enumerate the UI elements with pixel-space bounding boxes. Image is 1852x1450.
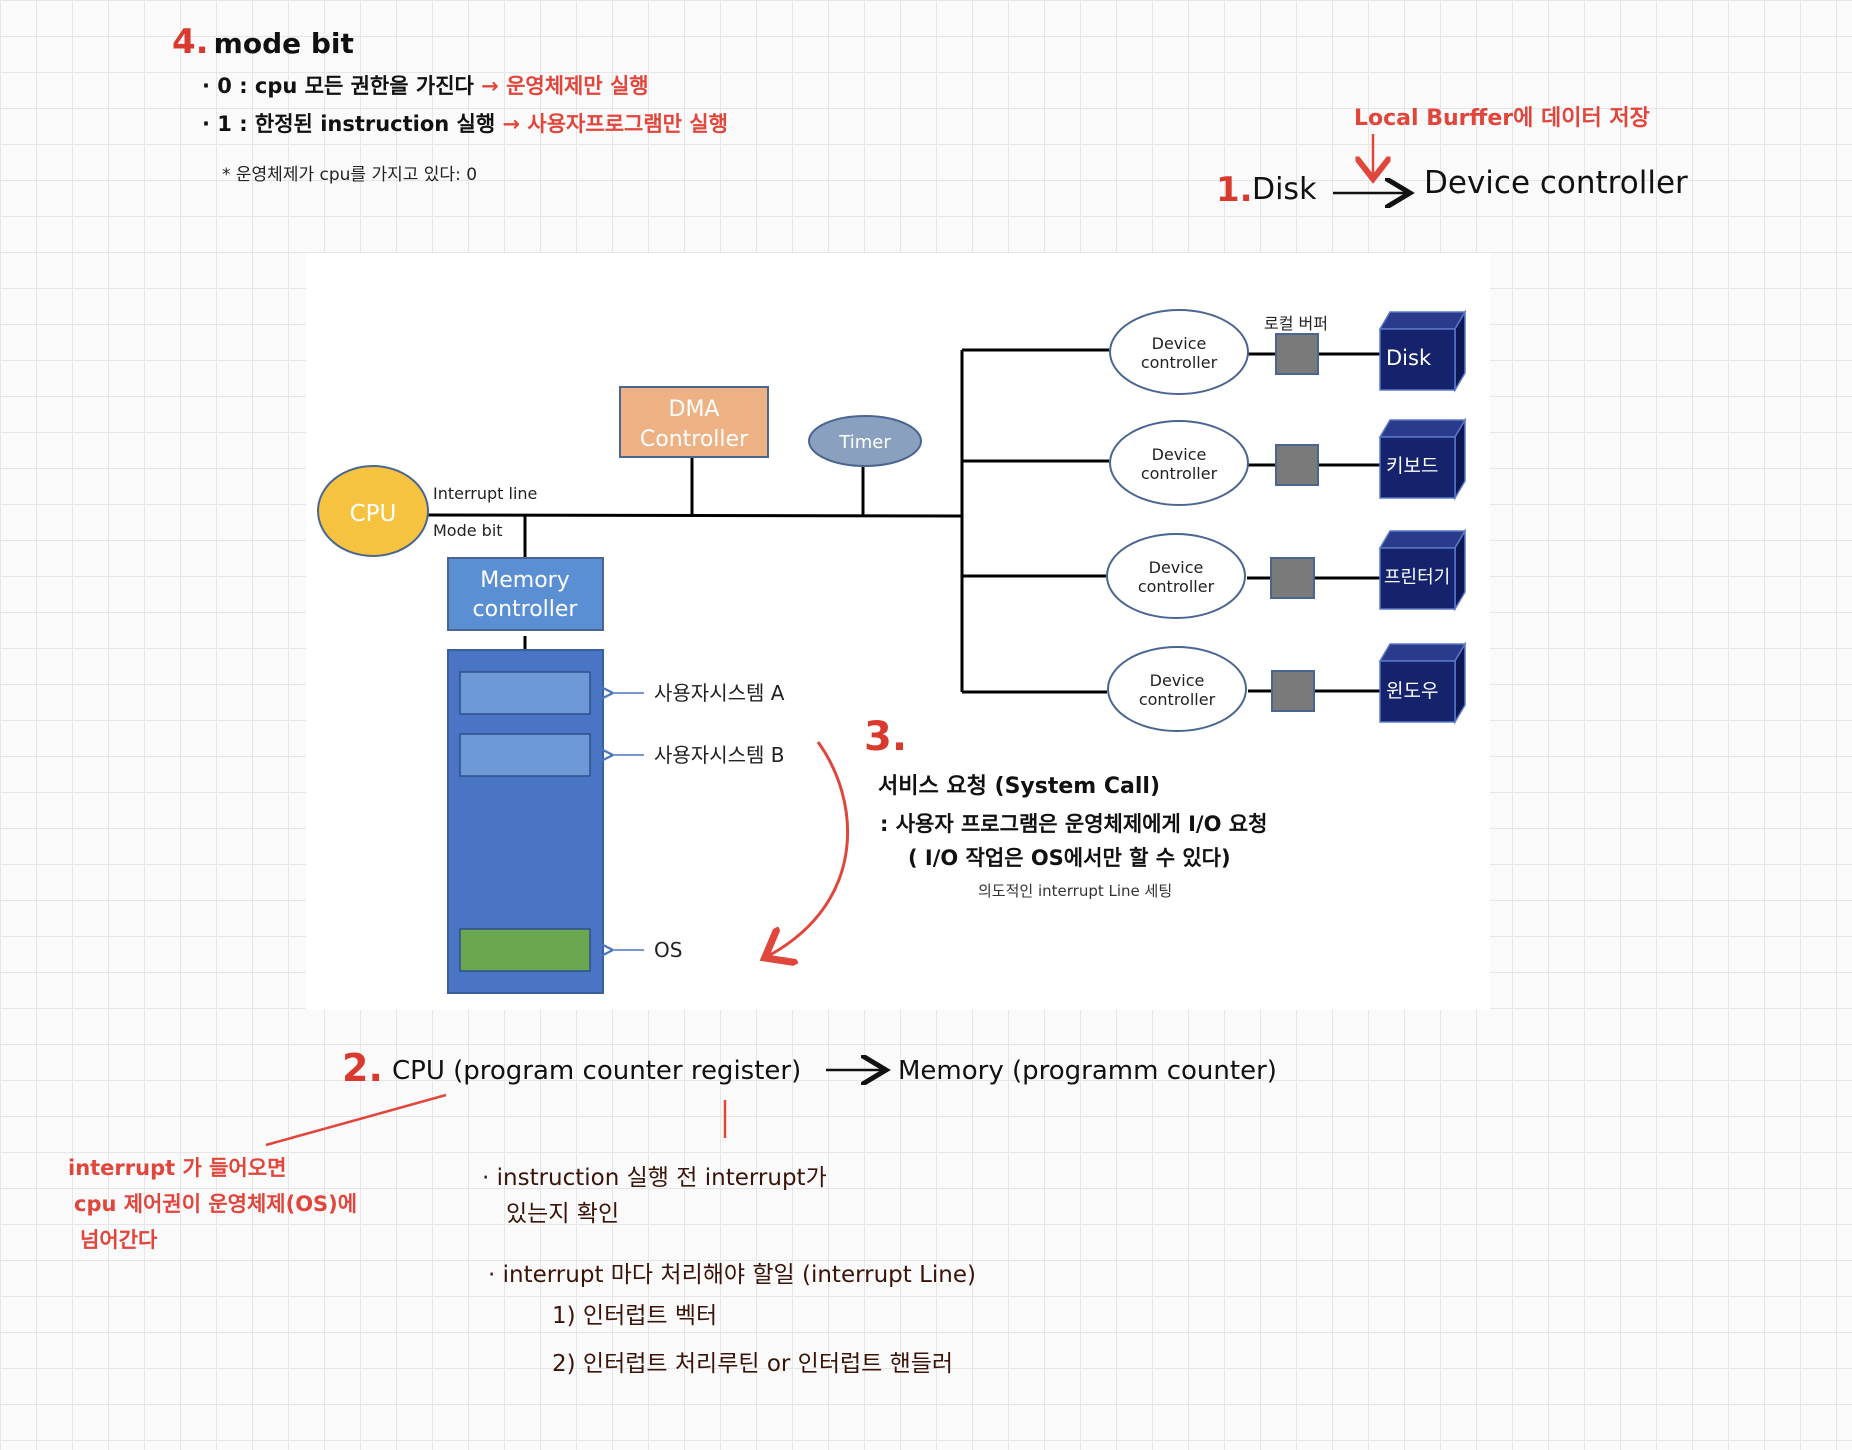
memory-region-user-b bbox=[459, 733, 591, 777]
mode-bit-0-result: → 운영체제만 실행 bbox=[481, 74, 649, 98]
device-controller-4-label-2: controller bbox=[1139, 690, 1216, 709]
todo-note: · interrupt 마다 처리해야 할일 (interrupt Line) bbox=[488, 1262, 977, 1288]
system-call-number: 3. bbox=[864, 714, 908, 760]
disk-note-number: 1. bbox=[1216, 170, 1253, 210]
memory-label-1: Memory bbox=[480, 568, 569, 593]
system-call-line-1: : 사용자 프로그램은 운영체제에게 I/O 요청 bbox=[880, 812, 1268, 836]
interrupt-note-3: 넘어간다 bbox=[80, 1228, 158, 1252]
check-note-1: · instruction 실행 전 interrupt가 bbox=[482, 1165, 827, 1191]
interrupt-note-2: cpu 제어권이 운영체제(OS)에 bbox=[74, 1192, 358, 1216]
device-controller-4-label-1: Device bbox=[1150, 671, 1205, 690]
disk-note-from: Disk bbox=[1252, 172, 1317, 207]
device-links bbox=[1247, 352, 1380, 693]
interrupt-pointer-stroke bbox=[265, 1093, 447, 1147]
local-buffer-label: 로컬 버퍼 bbox=[1264, 314, 1328, 333]
check-note-2: 있는지 확인 bbox=[506, 1201, 620, 1227]
mem-label-user-b: 사용자시스템 B bbox=[654, 743, 784, 767]
mode-bit-label: Mode bit bbox=[433, 521, 503, 540]
disk-note-to: Device controller bbox=[1424, 165, 1688, 201]
cpu-node bbox=[317, 465, 429, 557]
timer-label: Timer bbox=[838, 432, 891, 453]
timer-node bbox=[808, 415, 922, 467]
mode-bit-note: 4. mode bit bbox=[172, 22, 354, 62]
pc-left: CPU (program counter register) bbox=[392, 1056, 802, 1086]
memory-controller bbox=[447, 557, 604, 631]
device-controller-1: Device controller bbox=[1109, 309, 1249, 395]
mode-bit-1-result: → 사용자프로그램만 실행 bbox=[502, 112, 728, 136]
memory-label-arrows bbox=[610, 693, 644, 950]
device-controller-2: Device controller bbox=[1109, 420, 1249, 506]
memory-region-user-a bbox=[459, 671, 591, 715]
device-controller-2-label-1: Device bbox=[1152, 445, 1207, 464]
device-controller-3: Device controller bbox=[1106, 533, 1246, 619]
mode-bit-1-text: · 1 : 한정된 instruction 실행 bbox=[202, 112, 496, 136]
device-disk-label: Disk bbox=[1386, 346, 1432, 370]
system-call-title: 서비스 요청 (System Call) bbox=[878, 774, 1161, 799]
system-bus bbox=[425, 348, 1109, 694]
system-call-line-2: ( I/O 작업은 OS에서만 할 수 있다) bbox=[908, 846, 1231, 870]
device-disk: Disk bbox=[1378, 309, 1467, 393]
dma-label-1: DMA bbox=[669, 397, 720, 422]
mem-label-user-a: 사용자시스템 A bbox=[654, 681, 785, 705]
device-window-label: 윈도우 bbox=[1386, 680, 1438, 702]
device-keyboard-label: 키보드 bbox=[1386, 455, 1438, 477]
diagram-slide: CPU Interrupt line Mode bit DMA Controll… bbox=[306, 253, 1490, 1010]
memory-region-os bbox=[459, 928, 591, 972]
mode-bit-footnote: * 운영체제가 cpu를 가지고 있다: 0 bbox=[222, 165, 478, 185]
device-controller-2-label-2: controller bbox=[1141, 464, 1218, 483]
device-controller-3-label-1: Device bbox=[1149, 558, 1204, 577]
local-buffer-2 bbox=[1275, 444, 1319, 486]
mode-bit-line-0: · 0 : cpu 모든 권한을 가진다 → 운영체제만 실행 bbox=[202, 70, 649, 100]
device-controller-1-label-2: controller bbox=[1141, 353, 1218, 372]
device-window: 윈도우 bbox=[1378, 641, 1467, 725]
pc-number: 2. bbox=[342, 1046, 383, 1090]
mem-label-os: OS bbox=[654, 938, 682, 962]
device-controller-4: Device controller bbox=[1107, 646, 1247, 732]
mode-bit-0-text: · 0 : cpu 모든 권한을 가진다 bbox=[202, 74, 474, 98]
local-buffer-4 bbox=[1271, 670, 1315, 712]
local-buffer-note: Local Burffer에 데이터 저장 bbox=[1354, 106, 1650, 131]
system-diagram: CPU Interrupt line Mode bit DMA Controll… bbox=[317, 309, 1467, 994]
device-keyboard: 키보드 bbox=[1378, 417, 1467, 501]
todo-item-1: 1) 인터럽트 벡터 bbox=[552, 1303, 718, 1329]
todo-item-2: 2) 인터럽트 처리루틴 or 인터럽트 핸들러 bbox=[552, 1351, 954, 1377]
system-call-small: 의도적인 interrupt Line 세팅 bbox=[978, 882, 1173, 900]
mode-bit-title: mode bit bbox=[213, 27, 354, 60]
memory-label-2: controller bbox=[473, 597, 579, 622]
device-printer: 프린터기 bbox=[1378, 528, 1467, 612]
local-buffer-3 bbox=[1270, 557, 1315, 599]
device-printer-label: 프린터기 bbox=[1384, 567, 1450, 588]
cpu-label: CPU bbox=[350, 501, 397, 527]
device-controller-3-label-2: controller bbox=[1138, 577, 1215, 596]
pc-right: Memory (programm counter) bbox=[898, 1056, 1277, 1086]
interrupt-line-label: Interrupt line bbox=[433, 484, 537, 503]
device-controller-1-label-1: Device bbox=[1152, 334, 1207, 353]
dma-label-2: Controller bbox=[640, 427, 749, 452]
local-buffer-1 bbox=[1275, 333, 1319, 375]
interrupt-note-1: interrupt 가 들어오면 bbox=[68, 1156, 287, 1180]
dma-controller bbox=[619, 386, 769, 458]
system-call-curve-arrow bbox=[770, 741, 850, 955]
mode-bit-number: 4. bbox=[172, 22, 209, 62]
mode-bit-line-1: · 1 : 한정된 instruction 실행 → 사용자프로그램만 실행 bbox=[202, 108, 728, 138]
